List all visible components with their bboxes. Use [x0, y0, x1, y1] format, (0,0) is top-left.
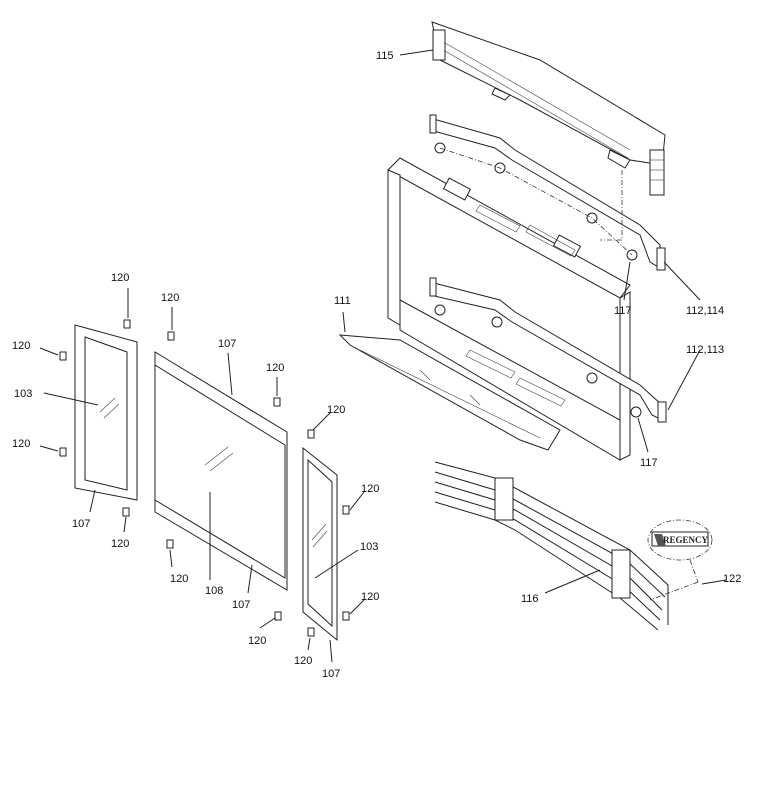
part-115-top-trim	[431, 21, 666, 196]
part-111-base	[338, 334, 566, 451]
leader-lines	[39, 49, 727, 663]
callout-labels: 115 120 120 107 120 120 103 120 120 107 …	[12, 50, 741, 680]
part-122-regency-logo: REGENCY	[647, 519, 713, 601]
part-116-louver	[434, 461, 669, 631]
callout-115: 115	[376, 50, 394, 62]
callout-107: 107	[322, 668, 340, 680]
callout-120: 120	[361, 591, 379, 603]
callout-116: 116	[521, 593, 539, 605]
callout-120: 120	[161, 292, 179, 304]
part-103-left-door	[74, 324, 138, 501]
part-112-114-upper-bracket	[429, 114, 666, 271]
part-120-clips	[59, 319, 350, 637]
callout-112-113: 112,113	[686, 344, 724, 356]
callout-120: 120	[12, 340, 30, 352]
part-firebox-frame	[387, 157, 631, 461]
callout-120: 120	[327, 404, 345, 416]
callout-107: 107	[218, 338, 236, 350]
part-103-right-door	[302, 446, 338, 642]
callout-117: 117	[614, 305, 632, 317]
callout-107: 107	[232, 599, 250, 611]
callout-120: 120	[266, 362, 284, 374]
callout-122: 122	[723, 573, 741, 585]
callout-120: 120	[111, 538, 129, 550]
part-112-113-lower-bracket	[429, 277, 667, 423]
callout-103: 103	[14, 388, 32, 400]
callout-120: 120	[170, 573, 188, 585]
callout-111: 111	[334, 295, 351, 307]
callout-120: 120	[111, 272, 129, 284]
part-108-center-glass	[154, 351, 288, 591]
part-117-spacers	[434, 142, 642, 418]
callout-112-114: 112,114	[686, 305, 724, 317]
callout-117: 117	[640, 457, 658, 469]
regency-logo-text: REGENCY	[663, 535, 709, 545]
callout-108: 108	[205, 585, 223, 597]
callout-120: 120	[294, 655, 312, 667]
callout-103: 103	[360, 541, 378, 553]
callout-120: 120	[361, 483, 379, 495]
callout-107: 107	[72, 518, 90, 530]
callout-120: 120	[248, 635, 266, 647]
callout-120: 120	[12, 438, 30, 450]
